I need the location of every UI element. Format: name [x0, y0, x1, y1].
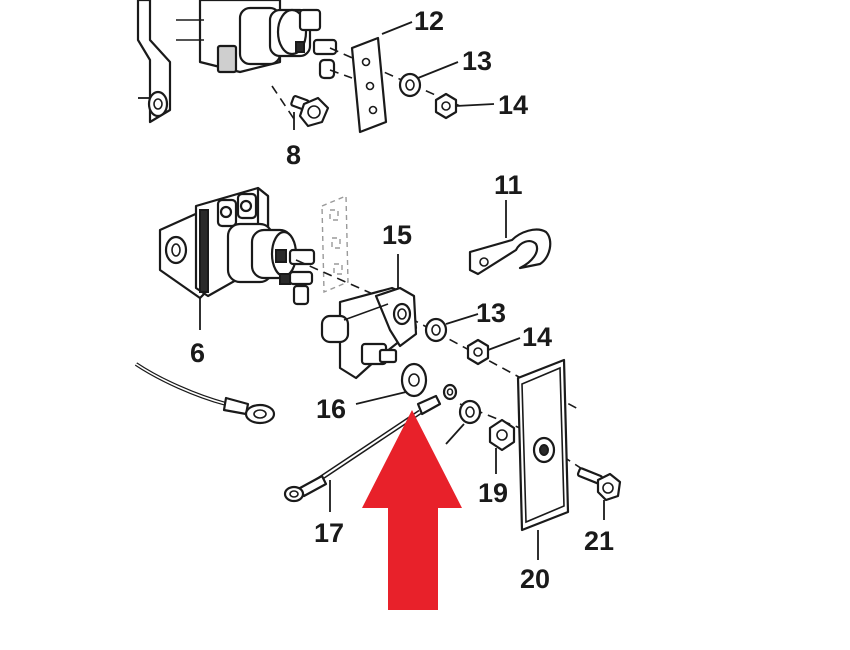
- part-19-nut: [488, 418, 516, 452]
- callout-11: 11: [494, 170, 523, 200]
- callout-14-upper: 14: [498, 90, 528, 120]
- callout-21: 21: [584, 526, 614, 556]
- upper-axis-line-3: [329, 69, 353, 79]
- callout-20: 20: [520, 564, 550, 594]
- part-13-washer-upper: [398, 72, 422, 98]
- part-15-circuit-breaker: [320, 286, 418, 380]
- ghost-bracket-outline: [321, 194, 349, 294]
- red-highlight-arrow-icon: [362, 410, 462, 610]
- part-13-washer-lower: [424, 317, 448, 343]
- wire-lead-left: [134, 362, 276, 425]
- part-12-terminal-plate: [350, 36, 388, 134]
- upper-axis-line: [271, 85, 297, 123]
- leader-14b: [487, 337, 521, 351]
- callout-13-upper: 13: [462, 46, 492, 76]
- leader-16: [355, 391, 407, 405]
- callout-19: 19: [478, 478, 508, 508]
- leader-19b: [445, 423, 465, 445]
- callout-15: 15: [382, 220, 412, 250]
- callout-17: 17: [314, 518, 344, 548]
- callout-14-lower: 14: [522, 322, 552, 352]
- callout-12: 12: [414, 6, 444, 36]
- callout-8: 8: [286, 140, 301, 170]
- leader-12: [381, 21, 413, 35]
- part-11-strap-clamp: [468, 228, 552, 276]
- part-8-bolt: [290, 95, 330, 128]
- part-6-solenoid: [158, 186, 316, 306]
- part-16-washer: [400, 362, 428, 398]
- upper-axis-line-2: [329, 47, 461, 107]
- callout-16: 16: [316, 394, 346, 424]
- small-washer: [442, 383, 458, 401]
- callout-13-lower: 13: [476, 298, 506, 328]
- leader-13b: [445, 313, 479, 325]
- part-17-cable: [283, 394, 442, 503]
- part-14-nut-upper: [434, 92, 458, 120]
- washer-near-19: [458, 399, 482, 425]
- leader-13a: [417, 61, 459, 79]
- part-14-nut-lower: [466, 338, 490, 366]
- part-21-screw: [576, 467, 622, 502]
- leader-14a: [455, 103, 495, 107]
- part-20-cover-plate: [516, 358, 570, 532]
- upper-solenoid-assembly: [136, 0, 338, 124]
- callout-6: 6: [190, 338, 205, 368]
